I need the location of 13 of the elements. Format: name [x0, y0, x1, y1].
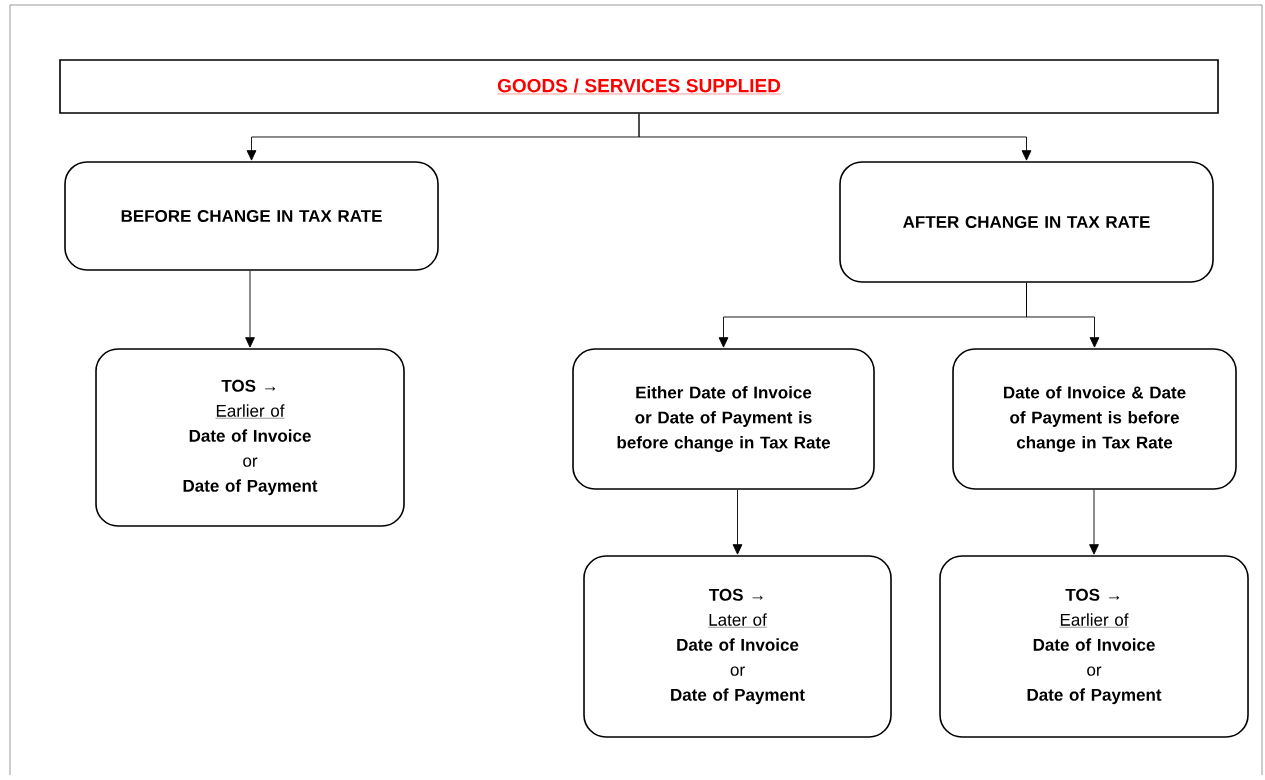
result-box: TOS → Later of Date of Invoice or Date of Payment [583, 555, 892, 738]
arrow [1026, 282, 1100, 348]
arrow [732, 489, 743, 555]
arrow [245, 270, 255, 348]
decision-box: BEFORE CHANGE IN TAX RATE [64, 161, 439, 271]
arrow [638, 113, 1032, 161]
decision-box: Either Date of Invoice or Date of Payment is before change in Tax Rate [572, 348, 875, 490]
title-box: GOODS / SERVICES SUPPLIED [59, 59, 1219, 114]
decision-box: AFTER CHANGE IN TAX RATE [839, 161, 1214, 283]
arrow [1089, 489, 1099, 555]
result-box: TOS → Earlier of Date of Invoice or Date of Payment [95, 348, 405, 527]
decision-box: Date of Invoice & Date of Payment is before change in Tax Rate [952, 348, 1237, 490]
result-box: TOS → Earlier of Date of Invoice or Date of Payment [939, 555, 1249, 738]
